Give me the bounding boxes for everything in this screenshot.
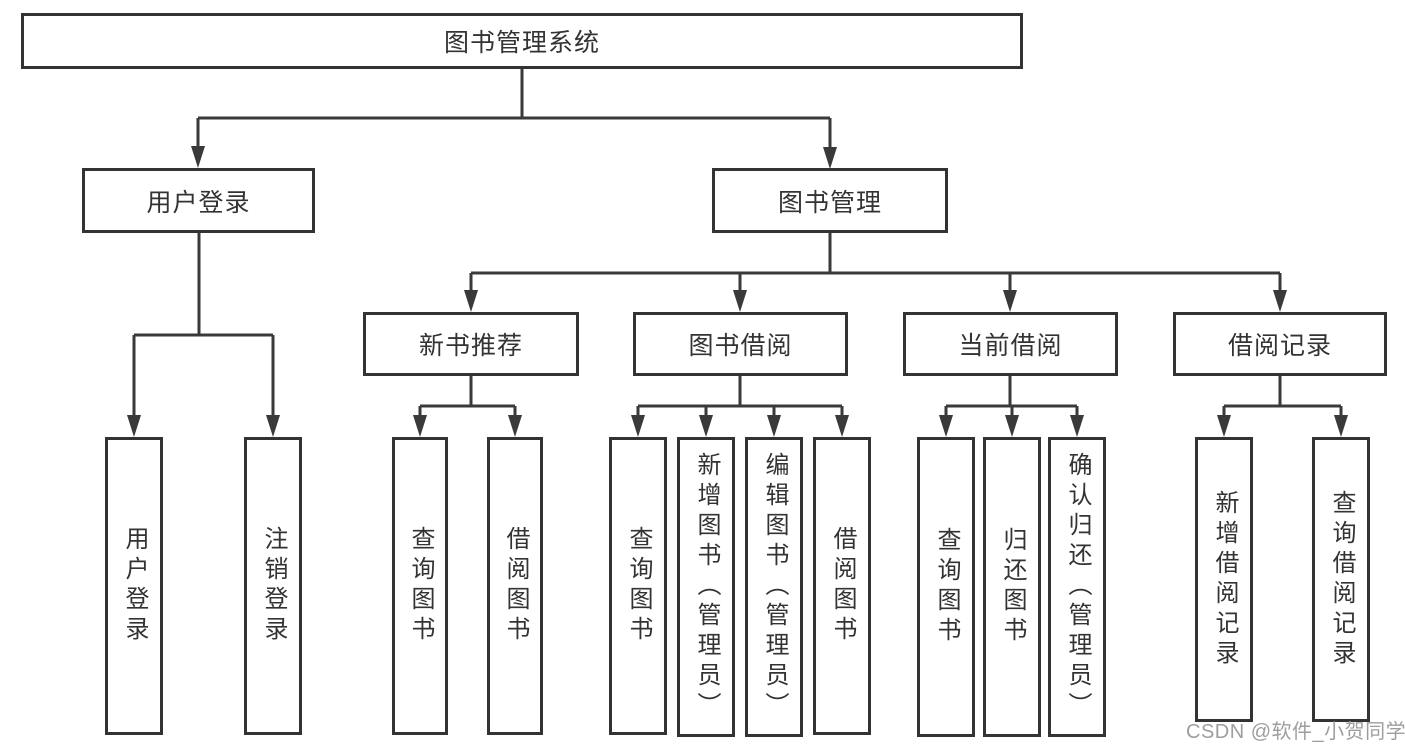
node-label: 查询借阅记录 — [1328, 489, 1355, 670]
leaf-query-books-current: 查询图书 — [917, 437, 975, 737]
node-label: 新增图书（管理员） — [693, 452, 720, 722]
node-library-system: 图书管理系统 — [21, 13, 1023, 69]
csdn-watermark: CSDN @软件_小贺同学 — [1186, 721, 1405, 743]
leaf-logout-login: 注销登录 — [244, 437, 302, 735]
arrowhead-icon — [823, 147, 837, 169]
node-label: 新书推荐 — [418, 332, 523, 360]
arrowhead-icon — [1005, 415, 1019, 437]
node-label: 图书管理 — [777, 188, 882, 217]
leaf-confirm-return-admin: 确认归还（管理员） — [1048, 437, 1106, 737]
arrowhead-icon — [191, 146, 205, 168]
leaf-user-login: 用户登录 — [105, 437, 163, 735]
leaf-query-borrow-record: 查询借阅记录 — [1312, 437, 1370, 722]
node-user-login: 用户登录 — [82, 168, 315, 233]
arrowhead-icon — [266, 415, 280, 437]
node-label: 编辑图书（管理员） — [761, 452, 788, 722]
node-label: 借阅记录 — [1227, 332, 1332, 360]
node-label: 查询图书 — [625, 526, 652, 646]
node-label: 图书借阅 — [688, 332, 793, 360]
arrowhead-icon — [699, 415, 713, 437]
arrowhead-icon — [939, 415, 953, 437]
arrowhead-icon — [1070, 415, 1084, 437]
leaf-query-books-borrow: 查询图书 — [609, 437, 667, 735]
leaf-add-books-admin: 新增图书（管理员） — [677, 437, 735, 737]
node-label: 新增借阅记录 — [1211, 489, 1238, 670]
arrowhead-icon — [1273, 290, 1287, 312]
arrowhead-icon — [767, 415, 781, 437]
arrowhead-icon — [1217, 415, 1231, 437]
arrowhead-icon — [1334, 415, 1348, 437]
leaf-borrow-books-recommend: 借阅图书 — [487, 437, 543, 735]
arrowhead-icon — [631, 415, 645, 437]
node-label: 当前借阅 — [958, 332, 1063, 360]
node-book-management: 图书管理 — [712, 168, 948, 233]
node-label: 注销登录 — [260, 526, 287, 646]
node-book-borrowing: 图书借阅 — [633, 312, 848, 376]
node-label: 图书管理系统 — [443, 29, 600, 57]
arrowhead-icon — [835, 415, 849, 437]
arrowhead-icon — [733, 290, 747, 312]
leaf-edit-books-admin: 编辑图书（管理员） — [745, 437, 803, 737]
node-label: 用户登录 — [146, 188, 251, 217]
node-label: 归还图书 — [999, 527, 1026, 647]
arrowhead-icon — [413, 415, 427, 437]
node-label: 查询图书 — [407, 526, 434, 646]
arrowhead-icon — [464, 290, 478, 312]
arrowhead-icon — [508, 415, 522, 437]
leaf-add-borrow-record: 新增借阅记录 — [1195, 437, 1253, 722]
node-label: 借阅图书 — [502, 526, 529, 646]
leaf-return-books: 归还图书 — [983, 437, 1041, 737]
leaf-borrow-books-borrow: 借阅图书 — [813, 437, 871, 735]
arrowhead-icon — [1003, 290, 1017, 312]
node-label: 查询图书 — [933, 527, 960, 647]
leaf-query-books-recommend: 查询图书 — [392, 437, 448, 735]
arrowhead-icon — [127, 415, 141, 437]
node-label: 用户登录 — [121, 526, 148, 646]
node-label: 借阅图书 — [829, 526, 856, 646]
node-label: 确认归还（管理员） — [1064, 452, 1091, 722]
node-current-borrowing: 当前借阅 — [903, 312, 1118, 376]
node-borrowing-records: 借阅记录 — [1173, 312, 1387, 376]
node-new-book-recommendation: 新书推荐 — [363, 312, 579, 376]
